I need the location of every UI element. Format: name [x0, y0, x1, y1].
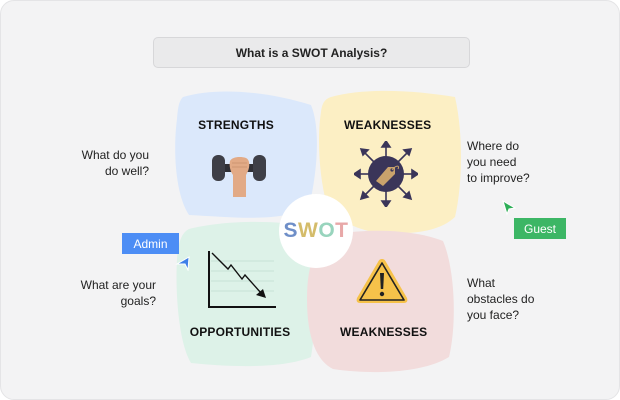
guest-cursor-label: Guest — [514, 218, 566, 239]
price-tag-arrows-icon — [354, 141, 418, 207]
swot-letter-s: S — [283, 219, 298, 242]
guest-cursor-icon — [502, 200, 517, 216]
strengths-question: What do you do well? — [81, 148, 149, 178]
weaknesses-bottom-question: What obstacles do you face? — [467, 276, 535, 322]
weaknesses-title-top: WEAKNESSES — [344, 118, 432, 132]
swot-letter-t: T — [335, 219, 349, 242]
weaknesses-top-question: Where do you need to improve? — [467, 139, 530, 185]
warning-icon — [356, 259, 408, 303]
page-title-text: What is a SWOT Analysis? — [235, 45, 388, 60]
page-title: What is a SWOT Analysis? — [153, 37, 470, 68]
strengths-title: STRENGTHS — [198, 118, 274, 132]
admin-cursor-label: Admin — [122, 233, 179, 254]
dumbbell-icon — [212, 155, 266, 197]
admin-cursor-icon — [175, 256, 190, 271]
swot-center-badge: S W O T — [279, 194, 353, 268]
weaknesses-title-bottom: WEAKNESSES — [340, 325, 428, 339]
opportunities-quadrant[interactable] — [171, 219, 321, 369]
opportunities-question: What are your goals? — [80, 278, 156, 308]
opportunities-title: OPPORTUNITIES — [189, 325, 291, 339]
strengths-quadrant[interactable] — [171, 89, 321, 224]
swot-letter-w: W — [298, 219, 319, 242]
declining-chart-icon — [208, 251, 276, 308]
swot-letter-o: O — [318, 219, 336, 242]
